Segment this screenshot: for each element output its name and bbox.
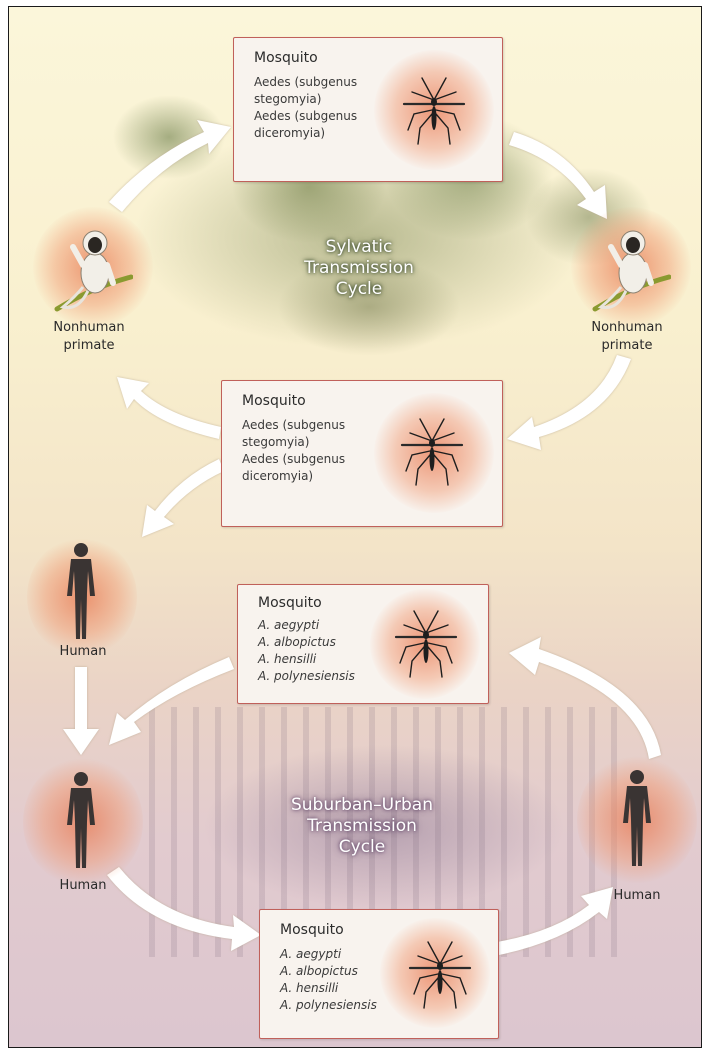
human-icon [67, 772, 95, 868]
mosquito-box-sylvatic-top: Mosquito Aedes (subgenus stegomyia) Aede… [233, 37, 503, 182]
human-lower-left-label: Human [59, 878, 107, 893]
arrow-mosquito-to-primate-2 [117, 377, 221, 439]
arrow-human-to-mosquito [509, 637, 661, 759]
species-item: A. hensilli [258, 652, 317, 666]
arrow-mosquito-to-human [142, 459, 224, 537]
species-item: A. albopictus [258, 635, 336, 649]
arrow-mosquito-to-human-2 [109, 657, 234, 745]
monkey-icon [54, 230, 133, 312]
species-item: A. aegypti [280, 947, 342, 961]
species-item: diceromyia) [242, 469, 314, 483]
sylvatic-line-1: Sylvatic [325, 237, 393, 257]
sylvatic-cycle-label: Sylvatic Transmission Cycle [294, 237, 424, 300]
arrow-human-to-human [63, 667, 99, 755]
mosquito-species-list: A. aegypti A. albopictus A. hensilli A. … [280, 946, 377, 1014]
primate-left-label: Nonhuman primate [39, 319, 139, 355]
mosquito-box-urban-bottom: Mosquito A. aegypti A. albopictus A. hen… [259, 909, 499, 1039]
human-icon [67, 543, 95, 639]
mosquito-box-title: Mosquito [242, 393, 306, 409]
urban-line-3: Cycle [338, 837, 386, 857]
mosquito-icon [402, 77, 466, 145]
sylvatic-line-3: Cycle [335, 279, 383, 299]
human-right-label: Human [613, 888, 661, 903]
mosquito-box-title: Mosquito [254, 50, 318, 66]
arrow-mosquito-to-human-3 [497, 887, 613, 955]
primate-left-line-2: primate [63, 338, 115, 353]
urban-line-1: Suburban–Urban [290, 795, 434, 815]
urban-line-2: Transmission [307, 816, 417, 836]
primate-right-line-2: primate [601, 338, 653, 353]
species-item: A. polynesiensis [258, 669, 355, 683]
primate-right-label: Nonhuman primate [577, 319, 677, 355]
primate-right-line-1: Nonhuman [591, 320, 663, 335]
arrow-mosquito-to-primate [509, 132, 607, 219]
species-item: Aedes (subgenus [242, 452, 346, 466]
species-item: Aedes (subgenus [254, 109, 358, 123]
species-item: stegomyia) [242, 435, 310, 449]
arrow-primate-to-mosquito-2 [507, 355, 631, 450]
mosquito-box-sylvatic-bottom: Mosquito Aedes (subgenus stegomyia) Aede… [221, 380, 503, 527]
monkey-icon [592, 230, 671, 312]
cycle-arrows [63, 120, 661, 955]
species-item: Aedes (subgenus [242, 418, 346, 432]
species-item: stegomyia) [254, 92, 322, 106]
human-icon [623, 770, 651, 866]
species-item: diceromyia) [254, 126, 326, 140]
mosquito-icon [394, 610, 458, 678]
mosquito-box-title: Mosquito [258, 595, 322, 611]
species-item: Aedes (subgenus [254, 75, 358, 89]
species-item: A. albopictus [280, 964, 358, 978]
species-item: A. polynesiensis [280, 998, 377, 1012]
mosquito-icon [408, 941, 472, 1009]
human-upper-label: Human [59, 644, 107, 659]
mosquito-species-list: Aedes (subgenus stegomyia) Aedes (subgen… [242, 417, 345, 485]
mosquito-species-list: A. aegypti A. albopictus A. hensilli A. … [258, 617, 355, 685]
transmission-diagram: Sylvatic Transmission Cycle Suburban–Urb… [8, 6, 702, 1048]
mosquito-box-title: Mosquito [280, 922, 344, 938]
primate-left-line-1: Nonhuman [53, 320, 125, 335]
mosquito-species-list: Aedes (subgenus stegomyia) Aedes (subgen… [254, 74, 357, 142]
species-item: A. hensilli [280, 981, 339, 995]
arrow-human-to-mosquito-2 [107, 867, 261, 951]
mosquito-box-urban-top: Mosquito A. aegypti A. albopictus A. hen… [237, 584, 489, 704]
species-item: A. aegypti [258, 618, 320, 632]
sylvatic-line-2: Transmission [304, 258, 414, 278]
mosquito-icon [400, 418, 464, 486]
arrow-primate-to-mosquito [109, 120, 231, 212]
urban-cycle-label: Suburban–Urban Transmission Cycle [277, 795, 447, 858]
